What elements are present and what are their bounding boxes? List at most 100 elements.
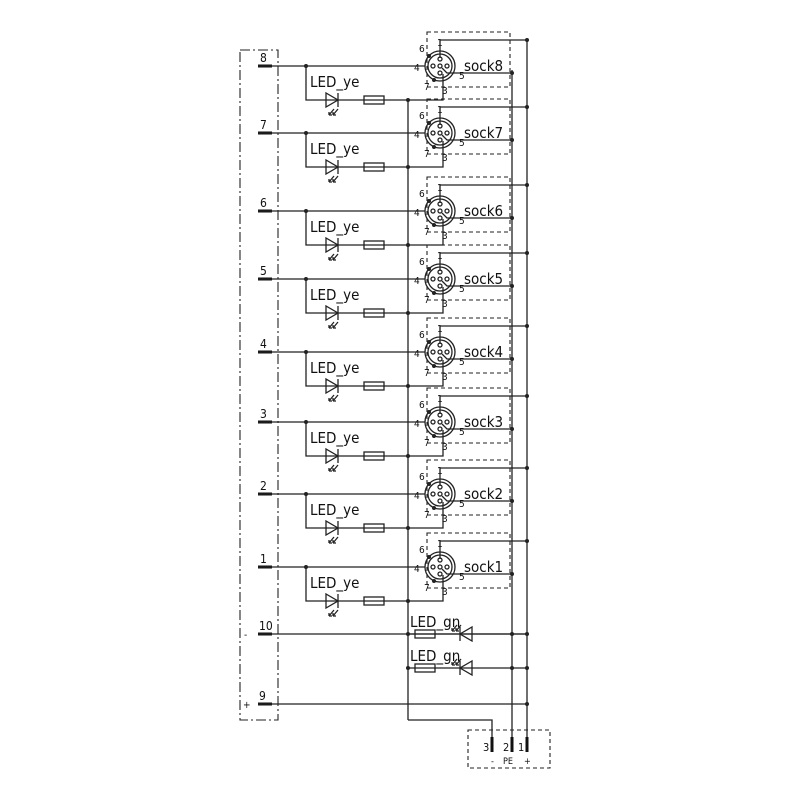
pin-1-wire — [439, 106, 527, 125]
pin-1-wire — [439, 184, 527, 203]
junction-dot — [525, 702, 529, 706]
socket-pin-label: 1 — [437, 466, 443, 477]
socket-pin-label: 4 — [414, 564, 420, 575]
pin-6-dot — [427, 54, 431, 58]
socket-pin-label: 6 — [419, 44, 425, 55]
terminal-label: 7 — [260, 118, 267, 132]
led-diode-icon — [325, 377, 340, 395]
light-emission-icon — [328, 609, 339, 617]
socket-pin-label: 1 — [437, 38, 443, 49]
socket-pin-contact — [437, 564, 443, 570]
pin-6-dot — [427, 199, 431, 203]
led-ye-label: LED_ye — [310, 574, 359, 593]
junction-dot — [510, 632, 514, 636]
terminal-label: 6 — [260, 196, 267, 210]
socket-label: sock7 — [464, 124, 503, 142]
pin-7-dot — [432, 506, 436, 510]
light-emission-icon — [451, 624, 462, 632]
resistor-icon — [363, 596, 385, 606]
resistor-icon — [363, 451, 385, 461]
led-diode-icon — [325, 91, 340, 109]
socket-pin-contact — [437, 130, 443, 136]
connector-pin-1-label: 1 — [518, 741, 524, 754]
led-ye-label: LED_ye — [310, 218, 359, 237]
socket-label: sock4 — [464, 343, 503, 361]
socket-pin-contact — [437, 491, 443, 497]
pin-1-wire — [439, 39, 527, 58]
minus-sign: - — [244, 630, 247, 641]
resistor-icon — [363, 523, 385, 533]
socket-pin-contact — [437, 63, 443, 69]
socket-pin-label: 4 — [414, 491, 420, 502]
led-diode-icon — [325, 519, 340, 537]
led-diode-icon — [325, 447, 340, 465]
socket-pin-label: 7 — [424, 82, 430, 93]
connector-plus-label: + — [524, 757, 531, 767]
pin-6-dot — [427, 555, 431, 559]
led-ye-label: LED_ye — [310, 429, 359, 448]
socket-pin-contact — [430, 276, 436, 282]
light-emission-icon — [328, 253, 339, 261]
connector-minus-label: - — [491, 757, 494, 767]
socket-pin-label: 4 — [414, 419, 420, 430]
pin-5-wire — [441, 134, 512, 141]
socket-pin-label: 5 — [459, 427, 465, 438]
pin-6-dot — [427, 410, 431, 414]
resistor-icon — [363, 240, 385, 250]
socket-pin-label: 3 — [442, 231, 448, 242]
socket-pin-contact — [430, 63, 436, 69]
power-led: LED_gn — [406, 647, 529, 677]
socket-pin-contact — [437, 283, 443, 289]
junction-dot — [406, 632, 410, 636]
junction-dot — [525, 632, 529, 636]
led-ye-label: LED_ye — [310, 140, 359, 159]
led-ye-label: LED_ye — [310, 359, 359, 378]
socket-pin-contact — [437, 208, 443, 214]
socket-label: sock8 — [464, 57, 503, 75]
led-ye-label: LED_ye — [310, 286, 359, 305]
pin-7-dot — [432, 223, 436, 227]
socket-pin-contact — [430, 349, 436, 355]
resistor-icon — [414, 629, 436, 639]
led-branch-wire — [305, 494, 444, 529]
socket-pin-label: 5 — [459, 216, 465, 227]
socket-pin-label: 6 — [419, 330, 425, 341]
resistor-icon — [363, 308, 385, 318]
pin-5-wire — [441, 495, 512, 502]
socket-pin-contact — [437, 70, 443, 76]
terminal-label: 2 — [260, 479, 267, 493]
led-gn-label: LED_gn — [410, 647, 460, 666]
pin-5-wire — [441, 67, 512, 74]
socket-pin-contact — [444, 349, 450, 355]
led-branch-wire — [305, 422, 444, 457]
socket-pin-label: 1 — [437, 324, 443, 335]
terminal-label: 3 — [260, 407, 267, 421]
pin-7-dot — [432, 145, 436, 149]
socket-pin-label: 3 — [442, 153, 448, 164]
socket-pin-label: 5 — [459, 499, 465, 510]
light-emission-icon — [328, 394, 339, 402]
pin-1-wire — [439, 540, 527, 559]
light-emission-icon — [328, 536, 339, 544]
socket-pin-label: 7 — [424, 438, 430, 449]
socket-pin-label: 5 — [459, 284, 465, 295]
socket-pin-contact — [430, 491, 436, 497]
socket-pin-contact — [444, 130, 450, 136]
socket-pin-label: 4 — [414, 349, 420, 360]
socket-pin-contact — [444, 63, 450, 69]
socket-pin-contact — [437, 571, 443, 577]
light-emission-icon — [451, 658, 462, 666]
pin-5-wire — [441, 423, 512, 430]
pin-6-dot — [427, 340, 431, 344]
socket-pin-label: 7 — [424, 368, 430, 379]
pin-6-dot — [427, 482, 431, 486]
socket-pin-label: 3 — [442, 587, 448, 598]
socket-pin-contact — [437, 215, 443, 221]
led-ye-label: LED_ye — [310, 73, 359, 92]
socket-pin-label: 7 — [424, 583, 430, 594]
pin-7-dot — [432, 291, 436, 295]
resistor-icon — [363, 95, 385, 105]
